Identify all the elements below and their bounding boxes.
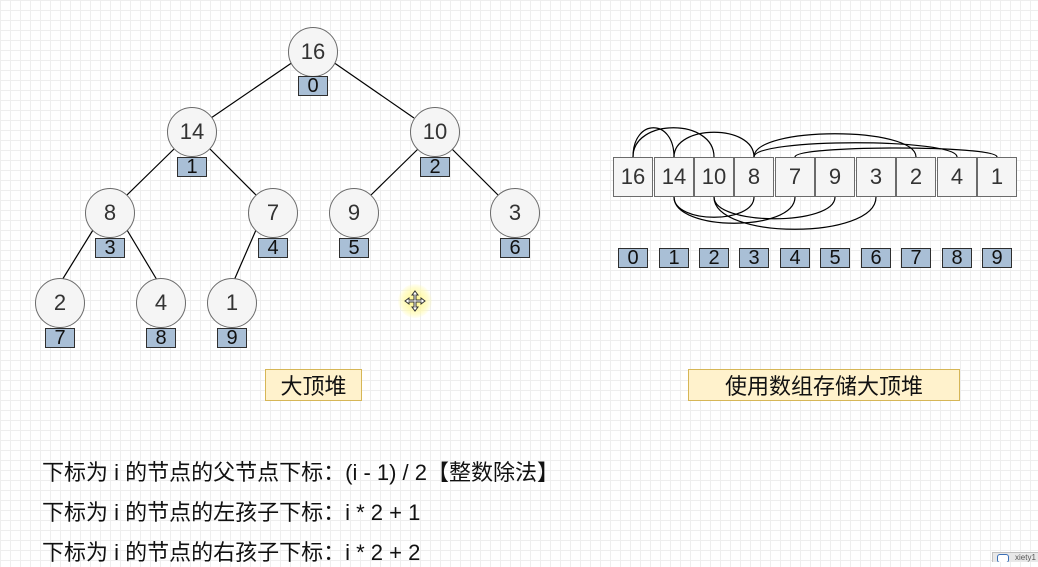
move-cursor-icon	[398, 284, 432, 318]
tree-edge	[231, 229, 257, 286]
array-cell: 14	[654, 157, 694, 197]
array-cell: 1	[977, 157, 1017, 197]
node-index-label: 6	[500, 238, 530, 258]
array-index-label: 9	[982, 248, 1012, 268]
heap-node: 3	[490, 188, 540, 238]
node-index-label: 0	[298, 76, 328, 96]
node-index-label: 2	[420, 157, 450, 177]
array-arc	[673, 196, 755, 218]
array-index-label: 7	[901, 248, 931, 268]
left-child-index-formula: 下标为 i 的节点的左孩子下标：i * 2 + 1	[42, 500, 421, 525]
array-arc	[632, 127, 675, 158]
tree-edge	[126, 229, 161, 286]
heap-node: 2	[35, 278, 85, 328]
array-arc	[673, 196, 796, 224]
array-index-label: 4	[780, 248, 810, 268]
array-cell: 16	[613, 157, 653, 197]
heap-node: 10	[410, 107, 460, 157]
parent-index-formula: 下标为 i 的节点的父节点下标：(i - 1) / 2【整数除法】	[42, 460, 560, 485]
array-arc	[632, 127, 715, 158]
array-cell: 9	[815, 157, 855, 197]
tree-edge	[58, 229, 94, 286]
tree-edge	[332, 61, 415, 119]
array-arc	[794, 147, 998, 158]
heap-node: 8	[85, 188, 135, 238]
array-index-label: 8	[942, 248, 972, 268]
array-cell: 2	[896, 157, 936, 197]
right-child-index-formula: 下标为 i 的节点的右孩子下标：i * 2 + 2	[42, 540, 421, 565]
heap-node: 4	[136, 278, 186, 328]
node-index-label: 1	[177, 157, 207, 177]
array-cell: 3	[856, 157, 896, 197]
array-index-label: 3	[739, 248, 769, 268]
heap-node: 9	[329, 188, 379, 238]
array-index-label: 1	[659, 248, 689, 268]
node-index-label: 8	[146, 328, 176, 348]
heap-node: 1	[207, 278, 257, 328]
node-index-label: 5	[339, 238, 369, 258]
node-index-label: 3	[95, 238, 125, 258]
array-index-label: 2	[699, 248, 729, 268]
window-icon	[997, 554, 1009, 562]
tree-edge	[451, 148, 499, 196]
array-arc	[753, 133, 917, 158]
heap-node: 14	[167, 107, 217, 157]
tree-edge	[126, 148, 175, 196]
array-index-label: 0	[618, 248, 648, 268]
array-index-label: 6	[861, 248, 891, 268]
node-index-label: 9	[217, 328, 247, 348]
array-cell: 4	[937, 157, 977, 197]
tree-edge	[210, 61, 294, 119]
array-index-label: 5	[820, 248, 850, 268]
heap-node: 7	[248, 188, 298, 238]
array-cell: 8	[734, 157, 774, 197]
tree-caption: 大顶堆	[265, 369, 362, 401]
tree-edge	[370, 148, 419, 196]
array-cell: 10	[694, 157, 734, 197]
array-arc	[713, 196, 836, 220]
array-caption: 使用数组存储大顶堆	[688, 369, 960, 401]
corner-widget-text: xiety1	[1015, 553, 1036, 562]
heap-node-root: 16	[288, 27, 338, 77]
array-arc	[673, 131, 755, 158]
corner-widget[interactable]: xiety1	[992, 552, 1038, 562]
node-index-label: 7	[45, 328, 75, 348]
tree-edge	[209, 148, 257, 196]
array-cell: 7	[775, 157, 815, 197]
node-index-label: 4	[258, 238, 288, 258]
array-arc	[753, 142, 958, 158]
array-arc	[713, 196, 877, 230]
